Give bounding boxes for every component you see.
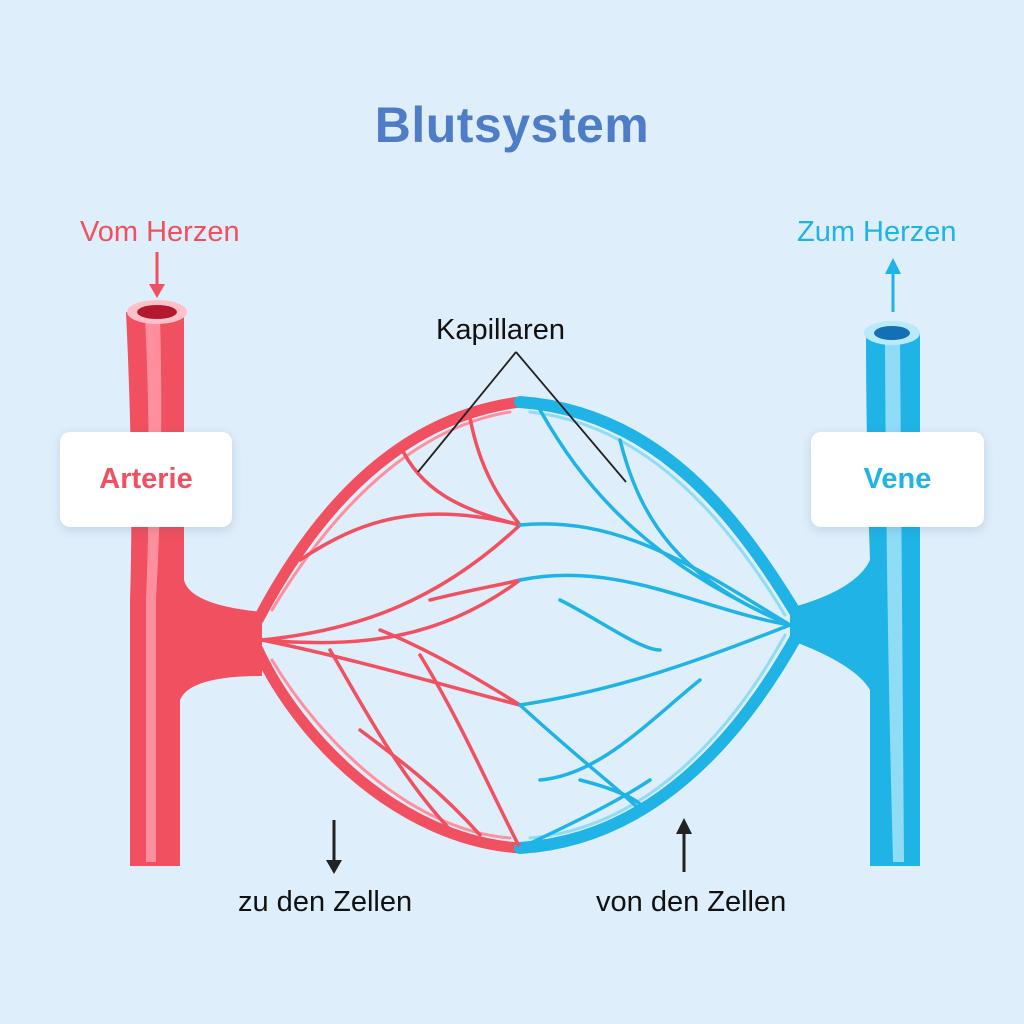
- venous-capillaries: [518, 408, 792, 850]
- to-heart-label: Zum Herzen: [797, 216, 957, 248]
- vein: [790, 321, 920, 866]
- from-heart-arrow-head: [149, 284, 165, 298]
- from-heart-label: Vom Herzen: [80, 216, 240, 248]
- from-cells-arrow-head: [676, 818, 692, 834]
- artery-label: Arterie: [99, 463, 193, 495]
- diagram-title: Blutsystem: [374, 97, 650, 153]
- to-heart-arrow-head: [885, 258, 901, 274]
- vein-lumen: [874, 326, 910, 340]
- capillaries-label: Kapillaren: [436, 314, 565, 346]
- annotations: [332, 351, 686, 872]
- venule-outline: [514, 396, 806, 854]
- artery: [126, 300, 262, 866]
- arteriole-outline: [252, 396, 526, 854]
- from-cells-label: von den Zellen: [596, 886, 787, 918]
- capillary-pointer-right: [515, 351, 627, 483]
- vein-label-card: Vene: [811, 432, 984, 527]
- artery-label-card: Arterie: [60, 432, 232, 527]
- to-cells-arrow-head: [326, 860, 342, 874]
- capillary-pointer-left: [417, 351, 517, 473]
- arterial-capillaries: [260, 416, 522, 850]
- artery-lumen: [137, 305, 177, 319]
- to-cells-label: zu den Zellen: [238, 886, 413, 918]
- vein-label: Vene: [863, 463, 932, 495]
